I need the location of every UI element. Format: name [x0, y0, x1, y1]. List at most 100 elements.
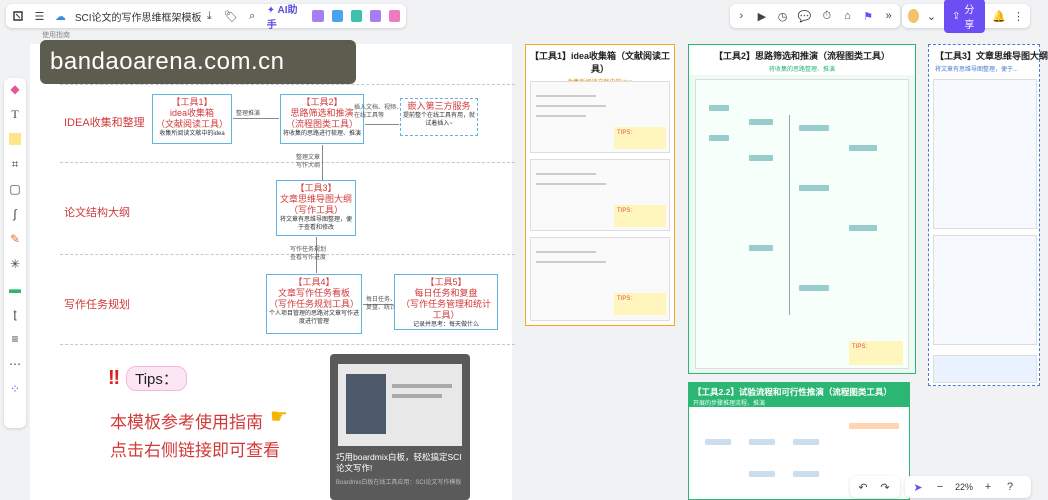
vote-icon[interactable]: ⌂: [844, 10, 851, 22]
tool5-box[interactable]: 【工具5】 每日任务和复盘 （写作任务管理和统计工具） 记录并思考：每天做什么: [394, 274, 498, 330]
divider: [60, 254, 515, 255]
mindmap-icon[interactable]: ✳: [9, 257, 21, 271]
flow-node: [709, 105, 729, 111]
panel-tool3[interactable]: 【工具3】文章思维导图大纲 将文章有思维导图整理，便于...: [928, 44, 1048, 386]
panel-title: 【工具3】文章思维导图大纲: [935, 51, 1048, 61]
sticky-note-icon[interactable]: [8, 132, 22, 146]
clock-icon[interactable]: ⏱: [822, 9, 832, 22]
menu-icon[interactable]: ☰: [34, 10, 45, 23]
apps-icon[interactable]: ⁘: [9, 382, 21, 396]
tips-note-label: TIPS:: [617, 208, 633, 214]
row-label-outline: 论文结构大纲: [64, 207, 130, 219]
undo-icon[interactable]: ↶: [858, 481, 868, 494]
arrow-line: [233, 118, 279, 119]
tips-note-label: TIPS:: [617, 130, 633, 136]
share-button[interactable]: ⇪ 分享: [943, 0, 986, 33]
more-tools-icon[interactable]: ⋯: [9, 357, 21, 371]
tips-note-label: TIPS:: [852, 344, 868, 350]
guide-line-1: 本模板参考使用指南: [110, 413, 263, 432]
more-dots-icon[interactable]: ⋮: [1013, 10, 1025, 23]
ai-assistant-button[interactable]: ✦ AI助手: [266, 5, 298, 31]
tips-callout: ‼ Tips：: [108, 366, 187, 391]
arrow-label: 插入文档、视频、在线工具等: [354, 105, 403, 119]
play-icon[interactable]: ▶: [757, 10, 767, 23]
tool2-box[interactable]: 【工具2】 思路筛选和推演 （流程图类工具） 将收集的思路进行梳理、推演: [280, 94, 364, 144]
text-placeholder: [536, 115, 586, 117]
document-title[interactable]: SCI论文的写作思维框架模板: [74, 12, 202, 24]
divider: [60, 84, 515, 85]
chevron-down-icon[interactable]: ⌄: [926, 10, 937, 23]
palette-icon[interactable]: [388, 10, 401, 22]
help-icon[interactable]: ?: [1006, 481, 1014, 493]
arrow-label: 每日任务、 复盘、统计: [366, 297, 397, 311]
tag-icon[interactable]: 🏷: [223, 10, 238, 23]
text-tool-icon[interactable]: T: [11, 106, 19, 121]
tips-note: TIPS:: [614, 293, 666, 315]
zoom-in-icon[interactable]: +: [984, 481, 992, 493]
pen-icon[interactable]: ✎: [9, 232, 21, 246]
guide-link-card[interactable]: 巧用boardmix白板，轻松搞定SCI论文写作! Boardmix白板在线工具…: [330, 354, 470, 500]
tool3-box[interactable]: 【工具3】 文章思维导图大纲 （写作工具） 将文章有思维导图整理，便于查看和修改: [276, 180, 356, 236]
text-placeholder: [536, 261, 606, 263]
flow-node: [749, 119, 773, 125]
tool4-desc: 个人项目管理的思路对文章写作进度进行管理: [269, 311, 360, 325]
exclamation-icon: ‼: [108, 367, 121, 389]
search-icon[interactable]: ⌕: [249, 9, 256, 22]
connector-icon[interactable]: ∫: [13, 207, 17, 221]
panel-tool1[interactable]: 【工具1】idea收集箱（文献阅读工具） 收集所阅读文献中的idea TIPS:…: [525, 44, 675, 326]
bell-icon[interactable]: 🔔: [992, 10, 1007, 23]
zoom-bar: ➤ − 22% + ?: [905, 476, 1031, 498]
breadcrumb: 使用指南: [42, 32, 70, 39]
share-label: 分享: [964, 5, 975, 31]
app-logo-icon[interactable]: [12, 9, 25, 23]
download-icon[interactable]: ⤓: [206, 9, 212, 22]
timer-icon[interactable]: ◷: [777, 10, 788, 23]
shapes-color-icon[interactable]: ◆: [10, 82, 20, 96]
panel-tool2-2[interactable]: 【工具2.2】试验流程和可行性推演（流程图类工具） 开展的步骤推理流程、推演: [688, 382, 910, 500]
text-placeholder: [536, 173, 596, 175]
panel-header: 【工具1】idea收集箱（文献阅读工具） 收集所阅读文献中的idea: [526, 45, 674, 86]
panel-subtitle: 开展的步骤推理流程、推演: [693, 401, 766, 407]
zoom-value[interactable]: 22%: [955, 482, 974, 492]
tool4-title: 【工具4】 文章写作任务看板 （写作任务规划工具）: [269, 277, 360, 309]
zoom-out-icon[interactable]: −: [936, 481, 944, 493]
list-icon[interactable]: ≡: [11, 332, 19, 346]
avatar[interactable]: [908, 9, 919, 23]
panel-title: 【工具1】idea收集箱（文献阅读工具）: [529, 51, 670, 74]
arrow-label: 整理文章 写作大纲: [296, 155, 321, 169]
flow-node: [749, 245, 773, 251]
frame-icon[interactable]: ⌗: [11, 156, 19, 171]
cursor-icon[interactable]: ➤: [913, 481, 923, 494]
tool5-desc: 记录并思考：每天做什么: [412, 322, 479, 328]
card-subcaption: Boardmix白板在线工具应用：SCI论文写作模板: [336, 480, 462, 486]
ai-assistant-label: AI助手: [266, 5, 298, 31]
guide-line-2: 点击右侧链接即可查看: [110, 441, 280, 460]
panel-tool2[interactable]: 【工具2】思路筛选和推演（流程图类工具） 将收集的思路整理、推演 TIPS:: [688, 44, 916, 374]
chevron-right-icon[interactable]: ›: [739, 10, 744, 22]
tool4-box[interactable]: 【工具4】 文章写作任务看板 （写作任务规划工具） 个人项目管理的思路对文章写作…: [266, 274, 362, 334]
table-icon[interactable]: ▬: [9, 282, 21, 296]
flow-node: [849, 423, 899, 429]
embed-service-box[interactable]: 嵌入第三方服务 提前整个在线工具有用，就试着插入~: [400, 98, 478, 136]
template-icon[interactable]: [369, 10, 381, 22]
text-placeholder: [536, 251, 596, 253]
flow-node: [705, 439, 731, 445]
tool3-title: 【工具3】 文章思维导图大纲 （写作工具）: [279, 183, 352, 215]
mindmap-area: [933, 79, 1037, 229]
plugin-icon[interactable]: [312, 10, 324, 22]
left-toolbar: ◆ T ⌗ ▢ ∫ ✎ ✳ ▬ ʈ ≡ ⋯ ⁘: [4, 78, 26, 428]
tool1-box[interactable]: 【工具1】 idea收集箱 （文献阅读工具） 收集所阅读文献中的idea: [152, 94, 232, 144]
more-icon[interactable]: »: [885, 10, 892, 22]
share-nodes-icon[interactable]: [350, 10, 362, 22]
text-block-icon[interactable]: ʈ: [13, 307, 17, 321]
redo-icon[interactable]: ↷: [880, 481, 890, 494]
flag-icon[interactable]: ⚑: [863, 10, 873, 23]
card-preview: [338, 364, 462, 446]
flow-node: [799, 285, 829, 291]
p-icon[interactable]: [331, 10, 343, 22]
flow-node: [749, 471, 775, 477]
tool3-desc: 将文章有思维导图整理，便于查看和修改: [279, 217, 352, 231]
flow-node: [793, 439, 819, 445]
comment-icon[interactable]: 💬: [797, 10, 812, 23]
shape-icon[interactable]: ▢: [9, 182, 21, 196]
